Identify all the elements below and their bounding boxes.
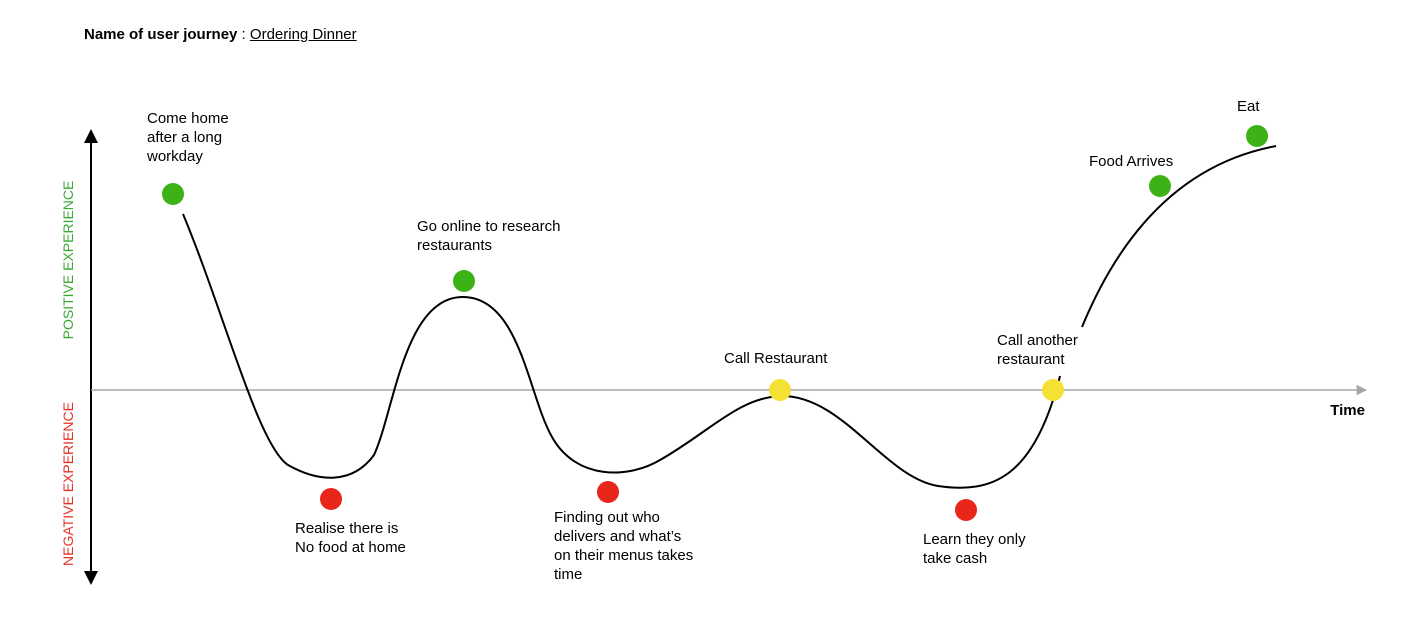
step-label-line: No food at home — [295, 539, 406, 556]
step-label-line: on their menus takes — [554, 547, 693, 564]
step-marker-positive — [453, 270, 475, 292]
step-label-line: take cash — [923, 550, 987, 567]
step-label-line: Call another — [997, 332, 1078, 349]
step-label-line: after a long — [147, 129, 222, 146]
step-label-line: time — [554, 566, 582, 583]
step-label-line: Call Restaurant — [724, 350, 828, 367]
step-label-line: delivers and what’s — [554, 528, 681, 545]
journey-step-finding-out: Finding out who delivers and what’s on the… — [554, 481, 693, 583]
journey-step-call-another: Call another restaurant — [997, 332, 1078, 401]
journey-step-no-food: Realise there is No food at home — [295, 488, 406, 556]
journey-name: Ordering Dinner — [249, 26, 357, 43]
journey-step-cash-only: Learn they only take cash — [923, 499, 1026, 567]
step-label-line: Come home — [147, 110, 229, 127]
step-label-line: restaurants — [417, 237, 492, 254]
step-marker-positive — [1149, 175, 1171, 197]
positive-experience-label: POSITIVE EXPERIENCE — [60, 181, 76, 340]
step-marker-neutral — [1042, 379, 1064, 401]
negative-experience-label: NEGATIVE EXPERIENCE — [60, 402, 76, 566]
journey-title: Name of user journey : Ordering Dinner — [84, 26, 357, 43]
journey-step-call-restaurant: Call Restaurant — [724, 350, 828, 401]
journey-title-separator: : — [237, 26, 250, 43]
step-label-line: Food Arrives — [1089, 153, 1173, 170]
journey-step-eat: Eat — [1237, 98, 1268, 147]
time-axis-label: Time — [1330, 402, 1365, 419]
step-label-line: restaurant — [997, 351, 1065, 368]
step-marker-positive — [1246, 125, 1268, 147]
step-label-line: workday — [146, 148, 203, 165]
step-label-line: Finding out who — [554, 509, 660, 526]
step-label-line: Learn they only — [923, 531, 1026, 548]
journey-curve-rise — [1081, 145, 1277, 328]
step-label-line: Go online to research — [417, 218, 560, 235]
step-marker-negative — [955, 499, 977, 521]
step-label-line: Eat — [1237, 98, 1260, 115]
step-marker-negative — [320, 488, 342, 510]
step-label-line: Realise there is — [295, 520, 398, 537]
journey-step-research: Go online to research restaurants — [417, 218, 560, 292]
journey-step-come-home: Come home after a long workday — [146, 110, 229, 205]
journey-curve — [182, 213, 1061, 489]
step-marker-positive — [162, 183, 184, 205]
journey-title-label: Name of user journey — [84, 26, 238, 43]
step-marker-neutral — [769, 379, 791, 401]
step-marker-negative — [597, 481, 619, 503]
journey-step-food-arrives: Food Arrives — [1089, 153, 1173, 197]
